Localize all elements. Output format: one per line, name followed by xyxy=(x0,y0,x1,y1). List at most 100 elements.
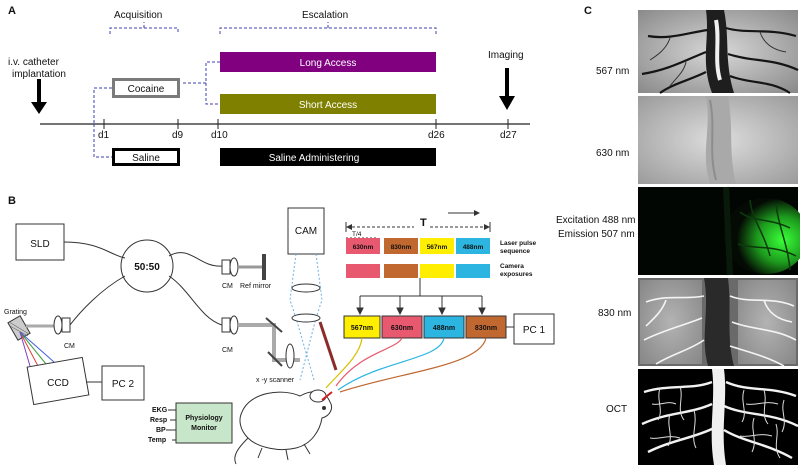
sld-label: SLD xyxy=(30,239,49,250)
scanner-mirror-1 xyxy=(265,317,283,333)
laser-label-567: 567nm xyxy=(351,325,373,332)
image-567nm xyxy=(638,10,799,94)
acquisition-bracket xyxy=(109,22,179,34)
cm-ref-lens xyxy=(229,257,239,277)
pulse-630 xyxy=(346,238,380,254)
panel-a-label: A xyxy=(8,5,16,17)
physiology-monitor-label-2: Monitor xyxy=(191,425,217,432)
panel-c-label: C xyxy=(584,5,592,17)
coupler-label: 50:50 xyxy=(134,262,160,273)
signal-resp: Resp xyxy=(150,417,167,424)
scanner-mirror-2 xyxy=(267,351,283,367)
imaging-down-arrow-icon xyxy=(499,68,515,110)
laser-fibers xyxy=(325,337,487,393)
escalation-label: Escalation xyxy=(302,10,348,21)
dichroic-mirror xyxy=(318,321,338,371)
pulse-label-488: 488nm xyxy=(463,244,484,251)
row-label-630: 630 nm xyxy=(596,148,629,159)
laser-label-630: 630nm xyxy=(391,325,413,332)
scanner-label: x -y scanner xyxy=(256,377,295,384)
pulse-488 xyxy=(456,238,490,254)
row-label-488-em: Emission 507 nm xyxy=(558,229,635,240)
row-label-488-exc: Excitation 488 nm xyxy=(556,215,636,226)
tick-d1: d1 xyxy=(98,130,110,141)
long-access-bar xyxy=(220,52,436,72)
cam-label: CAM xyxy=(295,226,317,237)
diffracted-beams xyxy=(19,331,55,367)
laser-label-488: 488nm xyxy=(433,325,455,332)
row-label-830: 830 nm xyxy=(598,308,631,319)
pulse-label-567: 567nm xyxy=(427,244,448,251)
escalation-split-connector xyxy=(182,61,220,105)
exposure-488 xyxy=(456,264,490,278)
pc2-box xyxy=(101,365,145,401)
cm-grating-label: CM xyxy=(64,343,75,350)
cm-ref-label: CM xyxy=(222,283,233,290)
fiber-coupler xyxy=(120,239,174,293)
row-label-oct: OCT xyxy=(606,404,627,415)
cam-box xyxy=(287,207,325,255)
timeline-ticks xyxy=(103,119,509,129)
catheter-down-arrow-icon xyxy=(31,79,47,114)
catheter-label-1: i.v. catheter xyxy=(8,57,60,68)
grating-icon xyxy=(7,315,31,341)
pc2-label: PC 2 xyxy=(112,379,135,390)
physiology-monitor-box xyxy=(175,402,233,444)
saline-administering-label: Saline Administering xyxy=(269,153,360,164)
imaging-beam-path xyxy=(289,253,323,381)
tick-d9: d9 xyxy=(172,130,184,141)
signal-bp: BP xyxy=(156,427,166,434)
imaging-label: Imaging xyxy=(488,50,524,61)
short-access-bar xyxy=(220,94,436,114)
image-630nm xyxy=(638,96,798,184)
physiology-signals: EKG Resp BP Temp xyxy=(148,407,176,444)
row-label-567: 567 nm xyxy=(596,66,629,77)
cm-grating-mount xyxy=(61,317,71,333)
physiology-monitor-label-1: Physiology xyxy=(185,415,222,422)
sld-box xyxy=(15,223,65,261)
pulse-830 xyxy=(384,238,418,254)
cm-grating-lens xyxy=(53,315,63,335)
panel-b: B SLD 50:50 CM Ref mirror CM x -y scanne… xyxy=(4,195,555,465)
acquisition-split-connector xyxy=(93,87,112,158)
image-oct xyxy=(638,369,799,465)
exposure-830 xyxy=(384,264,418,278)
cm-sample-lens xyxy=(229,315,239,335)
cm-sample-label: CM xyxy=(222,347,233,354)
panel-a: A d1 d9 d10 d26 d27 i.v. catheter implan… xyxy=(8,5,530,166)
signal-ekg: EKG xyxy=(152,407,168,414)
grating-label: Grating xyxy=(4,309,27,316)
timing-period-label: T xyxy=(420,217,427,229)
ref-mirror-label: Ref mirror xyxy=(240,283,272,290)
camera-exposure-label-2: exposures xyxy=(500,271,533,278)
image-488nm-fluorescence xyxy=(638,186,800,276)
saline-label: Saline xyxy=(132,153,160,164)
pulse-567 xyxy=(420,238,454,254)
escalation-bracket xyxy=(219,22,437,34)
panel-b-label: B xyxy=(8,195,16,207)
cm-ref-mount xyxy=(221,259,231,275)
saline-administering-bar xyxy=(220,148,436,166)
pc1-box xyxy=(513,313,555,345)
ccd-box xyxy=(26,356,90,406)
pulse-label-830: 830nm xyxy=(391,244,412,251)
panel-c: C 567 nm 630 nm Excitation 488 nm Emissi… xyxy=(556,5,800,465)
ref-mirror xyxy=(262,254,266,280)
tick-d26: d26 xyxy=(428,130,445,141)
timing-quarter-label: T/4 xyxy=(352,231,362,238)
short-access-label: Short Access xyxy=(299,100,357,111)
camera-exposure-label-1: Camera xyxy=(500,263,524,270)
tick-d27: d27 xyxy=(500,130,517,141)
cm-sample-mount xyxy=(221,317,231,333)
exposure-630 xyxy=(346,264,380,278)
relay-lens-2 xyxy=(291,313,321,323)
laser-pulse-label-1: Laser pulse xyxy=(500,240,537,247)
scan-lens xyxy=(285,343,295,369)
laser-pulse-label-2: sequence xyxy=(500,248,530,255)
rat-illustration xyxy=(234,389,333,465)
cocaine-label: Cocaine xyxy=(128,84,165,95)
pulse-label-630: 630nm xyxy=(353,244,374,251)
laser-label-830: 830nm xyxy=(475,325,497,332)
timing-diagram: T T/4 630nm 830nm 567nm 488nm Laser puls… xyxy=(345,210,537,278)
